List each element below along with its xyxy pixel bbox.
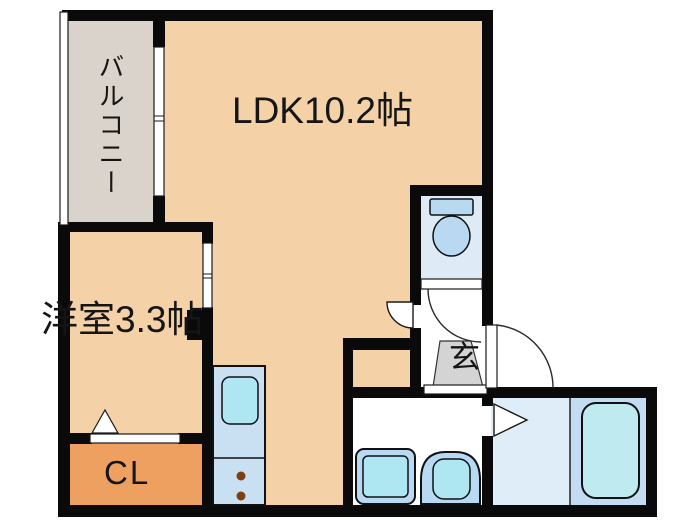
entrance-door-arc [496,324,554,389]
entrance-door-leaf [485,324,498,389]
room-balcony [66,14,155,224]
balcony-label: バルコニー [95,53,125,198]
wall-top [62,10,493,21]
closet-label: CL [104,454,151,491]
wall-balcony-stub-top [153,10,165,47]
balcony-railing [59,11,69,226]
bath-door-triangle [493,402,529,438]
stove-knob-icon [236,491,246,501]
ldk-room-label: LDK10.2帖 [232,90,413,131]
ldk-entry-door-fan [386,301,414,329]
room-hall-closed-square [350,343,412,391]
wall-balcony-bottom [58,222,213,232]
toilet-door-threshold [420,278,483,290]
wall-balcony-stub-bottom [153,196,165,232]
wall-toilet-left-upper [410,185,421,305]
kitchen-sink-icon [221,376,259,425]
toilet-door-arc [427,288,482,343]
wall-left [58,222,70,517]
wall-toilet-left-lower [410,328,421,390]
kitchen-unit-icon [212,365,266,506]
wall-western-right [202,307,213,517]
western-room-label: 洋室3.3帖 [41,299,204,340]
wall-bath-left-stub-bottom [482,436,493,510]
wall-right-upper [482,10,493,190]
stove-knob-icon [236,471,246,481]
wall-closet-stub-left [58,433,92,444]
room-western [64,226,207,438]
sink-vanity-icon [420,451,481,505]
wall-western-right-stub [202,222,213,244]
closet-door-triangle [90,408,120,434]
toilet-icon [429,198,474,257]
washing-machine-icon [355,448,416,505]
wall-bottom [58,505,657,517]
wall-bath-left-stub-top [482,396,493,406]
room-ldk-upper [158,14,488,200]
closet-folding-door [89,408,181,444]
room-closet [68,440,203,507]
walls [58,10,657,517]
wall-toilet-right [482,190,493,326]
western-room-sliding-door [202,242,213,309]
wall-washbath-top [343,387,657,398]
wall-pillar-notch [187,310,203,340]
washroom-door [423,384,488,395]
wall-closet-stub-right [178,433,213,444]
wall-washroom-left [343,338,353,517]
wall-hall-horizontal [343,338,421,350]
wall-toilet-top [410,185,493,196]
entrance-label: 玄 [449,340,480,375]
balcony-window [153,46,165,197]
bathtub-icon [581,402,640,499]
wall-bath-right [646,387,657,517]
